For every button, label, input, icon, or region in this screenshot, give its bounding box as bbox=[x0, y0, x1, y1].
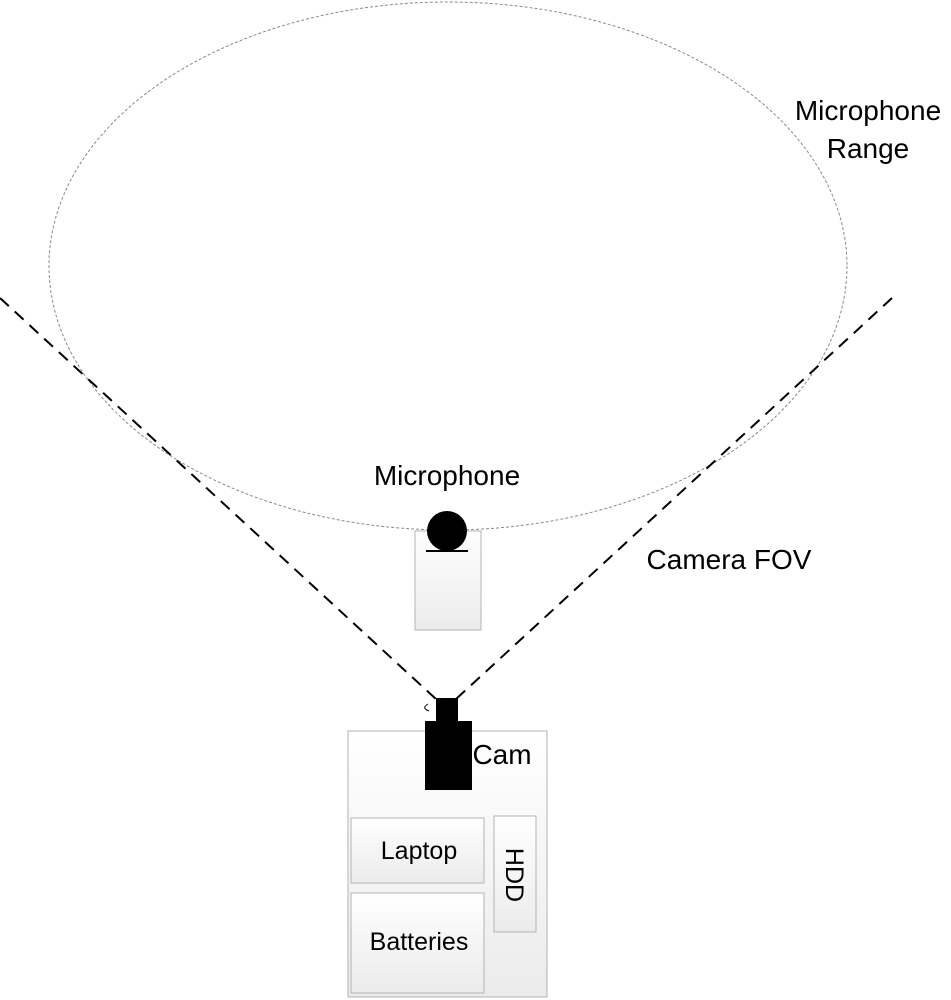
microphone-range-label-line2: Range bbox=[827, 133, 910, 164]
laptop-box bbox=[350, 817, 485, 884]
cam-label: Cam bbox=[472, 739, 531, 770]
camera-icon bbox=[424, 698, 472, 790]
camera-fov-label: Camera FOV bbox=[647, 544, 812, 575]
camera-fov-right-line bbox=[454, 297, 893, 701]
camera-fov-left-line bbox=[0, 297, 438, 701]
batteries-box bbox=[350, 892, 485, 994]
microphone-label: Microphone bbox=[374, 460, 520, 491]
laptop-label: Laptop bbox=[381, 837, 457, 865]
hdd-box bbox=[493, 815, 537, 933]
hdd-label: HDD bbox=[500, 848, 528, 902]
batteries-label: Batteries bbox=[370, 928, 469, 956]
microphone-icon bbox=[426, 511, 468, 552]
microphone-range-label-line1: Microphone bbox=[795, 95, 941, 126]
